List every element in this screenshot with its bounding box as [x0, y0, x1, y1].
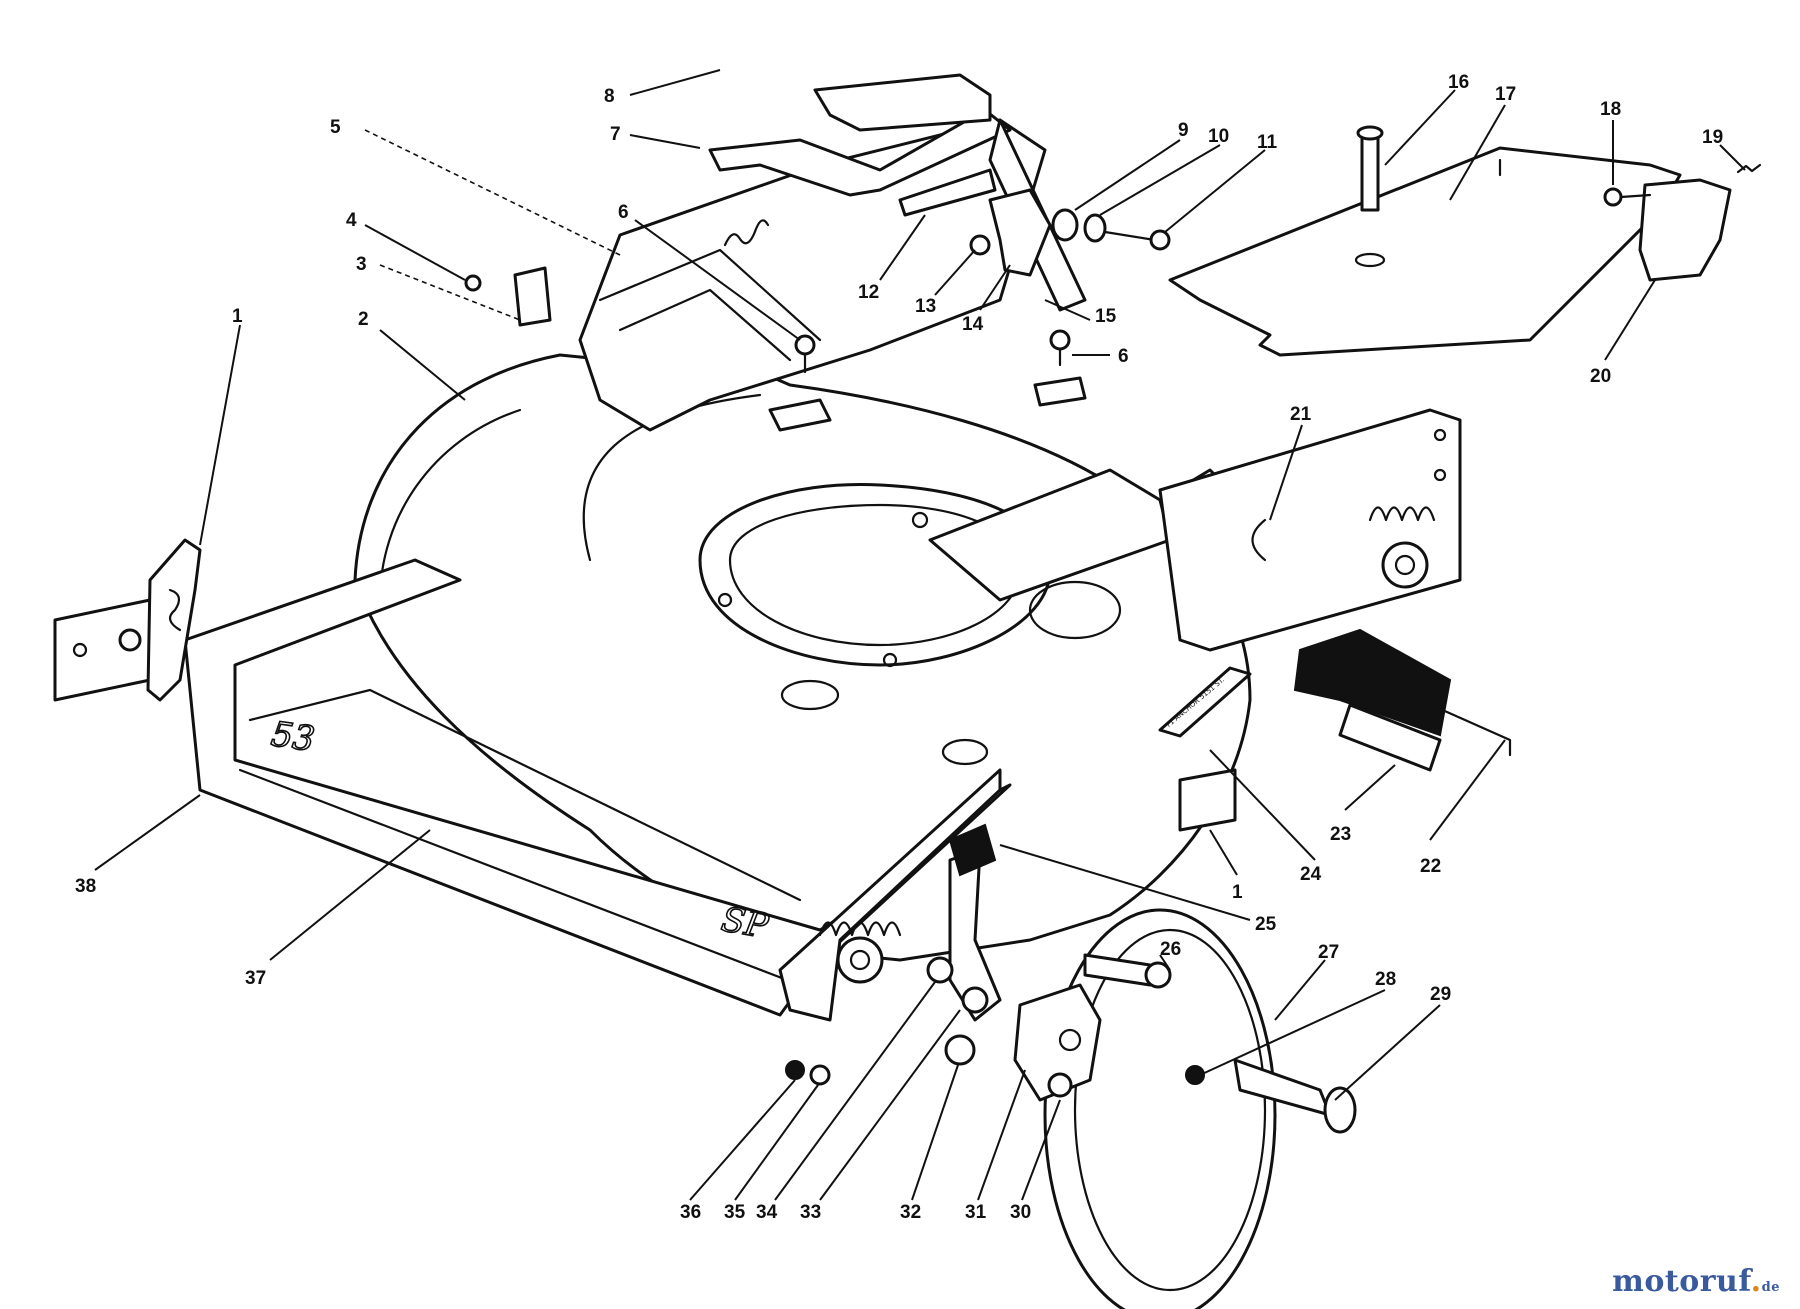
callout-1b: 1 [1232, 882, 1243, 903]
callout-16: 16 [1448, 72, 1469, 93]
callout-6b: 6 [1118, 346, 1129, 367]
callout-labels: 1 1 2 3 4 5 6 6 7 8 9 10 11 12 13 14 15 … [75, 72, 1723, 1223]
callout-32: 32 [900, 1202, 921, 1223]
callout-31: 31 [965, 1202, 987, 1223]
brand-name: motoruf [1612, 1264, 1751, 1299]
callout-2: 2 [358, 309, 369, 330]
callout-29: 29 [1430, 984, 1451, 1005]
callout-7: 7 [610, 124, 621, 145]
callout-30: 30 [1010, 1202, 1031, 1223]
callout-6: 6 [618, 202, 629, 223]
callout-19: 19 [1702, 127, 1723, 148]
deck-size-marking: 53 [269, 714, 317, 760]
callout-36: 36 [680, 1202, 701, 1223]
callout-1: 1 [232, 306, 243, 327]
brand-tld: de [1761, 1280, 1780, 1295]
brand-dot: . [1750, 1264, 1762, 1299]
callout-4: 4 [346, 210, 357, 231]
callout-38: 38 [75, 876, 96, 897]
callout-9: 9 [1178, 120, 1189, 141]
callout-20: 20 [1590, 366, 1611, 387]
callout-5: 5 [330, 117, 341, 138]
callout-17: 17 [1495, 84, 1516, 105]
deck-model-marking: SP [718, 899, 772, 947]
callout-33: 33 [800, 1202, 821, 1223]
callout-14: 14 [962, 314, 984, 335]
callout-23: 23 [1330, 824, 1351, 845]
callout-15: 15 [1095, 306, 1117, 327]
rear-flap [1168, 146, 1762, 357]
site-watermark: motoruf.de [1612, 1264, 1780, 1299]
callout-34: 34 [756, 1202, 778, 1223]
callout-13: 13 [915, 296, 936, 317]
rear-height-adjuster [1158, 408, 1512, 772]
callout-35: 35 [724, 1202, 746, 1223]
mower-deck-housing: 53 SP 71 ANCHOR 5151 ST. [183, 347, 1262, 1022]
wheel-assembly [785, 823, 1357, 1309]
callout-37: 37 [245, 968, 266, 989]
callout-3: 3 [356, 254, 367, 275]
callout-28: 28 [1375, 969, 1396, 990]
callout-8: 8 [604, 86, 615, 107]
callout-22: 22 [1420, 856, 1441, 877]
small-hardware [464, 125, 1652, 562]
callout-12: 12 [858, 282, 879, 303]
discharge-chute [513, 73, 1087, 432]
callout-25: 25 [1255, 914, 1277, 935]
leader-lines [94, 69, 1746, 1201]
callout-27: 27 [1318, 942, 1339, 963]
callout-24: 24 [1300, 864, 1322, 885]
callout-21: 21 [1290, 404, 1312, 425]
left-height-adjuster [53, 538, 202, 702]
callout-26: 26 [1160, 939, 1181, 960]
callout-18: 18 [1600, 99, 1621, 120]
callout-10: 10 [1208, 126, 1229, 147]
callout-11: 11 [1257, 132, 1278, 153]
